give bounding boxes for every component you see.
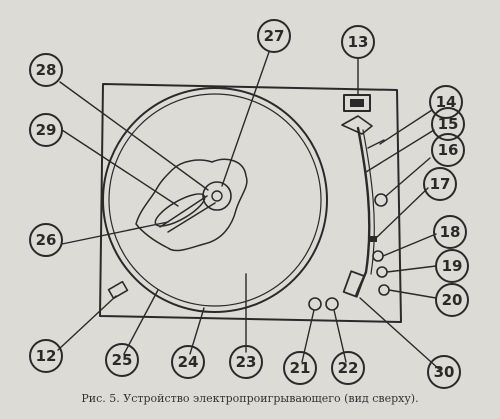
callout-label-23: 23 (236, 353, 257, 371)
callout-circle-13 (341, 25, 375, 59)
callout-label-14: 14 (436, 93, 457, 111)
callout-label-21: 21 (290, 359, 311, 377)
callout-label-25: 25 (112, 351, 133, 369)
callout-label-18: 18 (440, 223, 461, 241)
platter-outer-rim (102, 87, 328, 313)
callout-circle-17 (423, 167, 457, 201)
knob-19 (376, 266, 388, 278)
leader-lines (57, 51, 441, 371)
callout-circle-27 (257, 19, 291, 53)
callout-circle-26 (29, 223, 63, 257)
callout-label-27: 27 (264, 27, 285, 45)
callout-circle-24 (171, 345, 205, 379)
callout-label-12: 12 (36, 347, 57, 365)
spindle-inner (211, 190, 223, 202)
callout-label-17: 17 (430, 175, 451, 193)
callout-circle-30 (427, 355, 461, 389)
callout-label-15: 15 (438, 115, 459, 133)
callout-label-29: 29 (36, 121, 57, 139)
figure-caption: Рис. 5. Устройство электропроигрывающего… (81, 392, 418, 405)
callout-label-13: 13 (348, 33, 369, 51)
callout-circle-20 (435, 283, 469, 317)
motor-cutout (135, 158, 248, 252)
callout-label-19: 19 (442, 257, 463, 275)
callout-circle-16 (431, 133, 465, 167)
callout-circle-15 (431, 107, 465, 141)
callout-circle-22 (331, 351, 365, 385)
switch-12 (107, 280, 129, 300)
callout-label-20: 20 (442, 291, 463, 309)
callout-label-16: 16 (438, 141, 459, 159)
knob-18 (372, 250, 384, 262)
callout-circle-25 (105, 343, 139, 377)
tonearm-head (342, 270, 366, 298)
platter-inner-rim (108, 93, 322, 307)
callout-circle-28 (29, 53, 63, 87)
callout-circle-19 (435, 249, 469, 283)
knob-21 (308, 297, 322, 311)
callout-circle-14 (429, 85, 463, 119)
callout-circle-18 (433, 215, 467, 249)
callout-label-30: 30 (434, 363, 455, 381)
callout-circle-21 (283, 351, 317, 385)
callout-circle-29 (29, 113, 63, 147)
knob-20 (378, 284, 390, 296)
knob-22 (325, 297, 339, 311)
base-plate (99, 83, 402, 323)
callout-label-28: 28 (36, 61, 57, 79)
arm-rest (374, 193, 388, 207)
callout-label-24: 24 (178, 353, 199, 371)
counterweight (343, 94, 371, 112)
callout-circle-23 (229, 345, 263, 379)
spindle-outer (202, 181, 232, 211)
callout-circle-12 (29, 339, 63, 373)
callout-label-22: 22 (338, 359, 359, 377)
callout-label-26: 26 (36, 231, 57, 249)
